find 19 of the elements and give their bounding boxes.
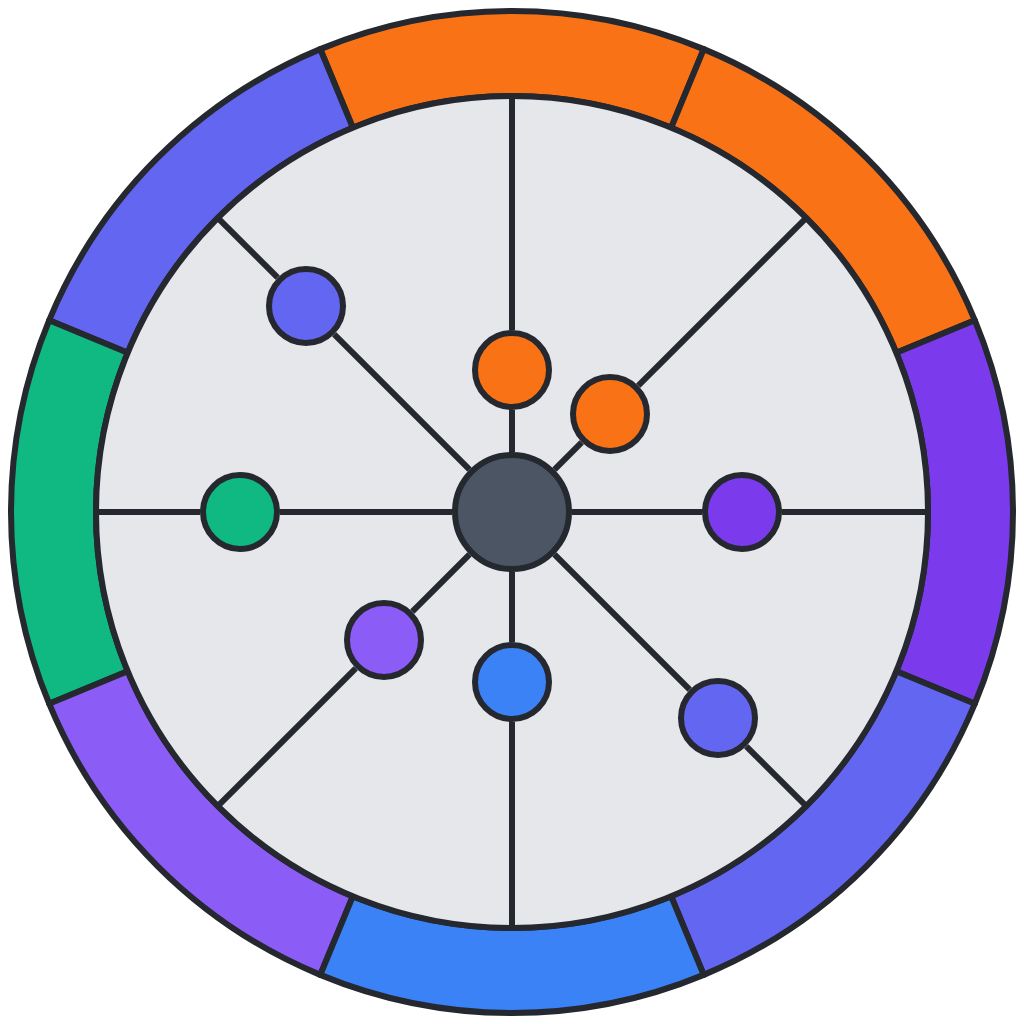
ring-segment [317, 893, 707, 1016]
spoke-line [509, 98, 515, 330]
spoke-line [509, 572, 515, 642]
ring-segment [8, 317, 131, 707]
ring-segment [893, 317, 1016, 707]
spoke-line [744, 744, 807, 807]
spoke-line [280, 509, 452, 515]
spoke-line [332, 332, 472, 472]
spoke-line [217, 217, 280, 280]
spoke-line [572, 509, 702, 515]
spoke-line [636, 217, 807, 388]
spoke-line [509, 722, 515, 926]
spoke-line [410, 552, 472, 614]
spoke-line [552, 552, 692, 692]
spoke-line [98, 509, 200, 515]
spoke-line [782, 509, 926, 515]
spoke-line [509, 410, 515, 452]
spoke-line [217, 666, 358, 807]
spoke-line [552, 440, 584, 472]
